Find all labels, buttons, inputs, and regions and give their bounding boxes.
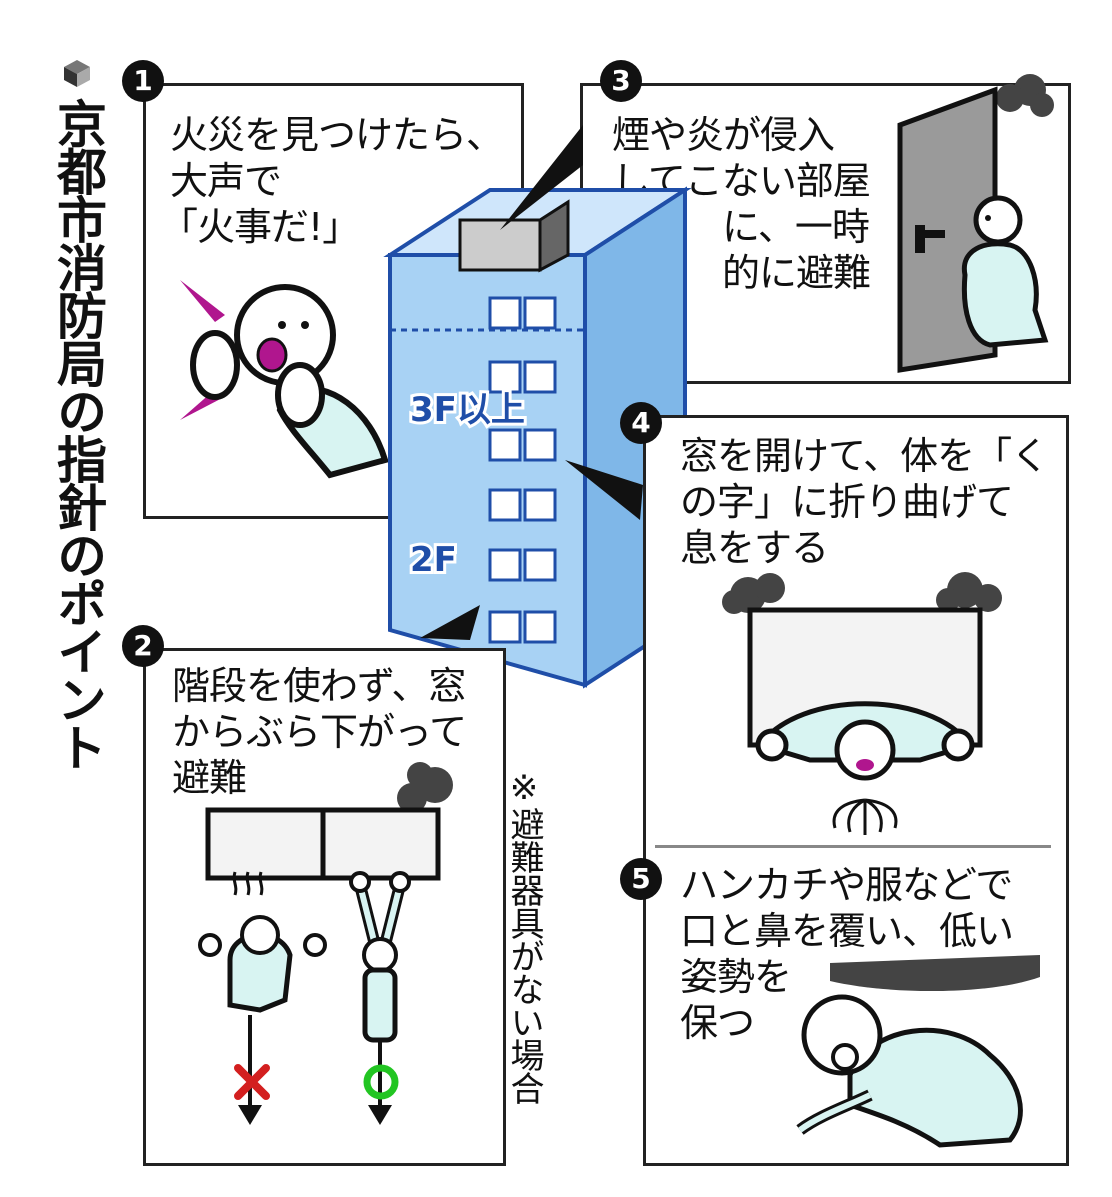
step3-line1: 煙や炎が侵入 — [612, 113, 835, 157]
building-label-3f: 3F以上 — [407, 387, 528, 433]
step2-line2: からぶら下がって — [172, 710, 467, 754]
step4-line3: 息をする — [680, 526, 829, 570]
panel-step2 — [143, 648, 506, 1166]
correct-circle-icon — [363, 1064, 399, 1100]
step5-line3: 姿勢を — [680, 955, 792, 999]
step4-line2: の字」に折り曲げて — [680, 480, 1014, 524]
step1-line3: 「火事だ!」 — [160, 205, 360, 249]
step2-line3: 避難 — [172, 756, 247, 800]
step2-line1: 階段を使わず、窓 — [172, 664, 466, 708]
step4-number-badge: 4 — [620, 402, 662, 444]
window-hang-illustration — [198, 762, 453, 1125]
step3-number-badge: 3 — [600, 60, 642, 102]
step1-number-badge: 1 — [122, 60, 164, 102]
step1-line2: 大声で — [170, 159, 282, 203]
title-block: 京都市消防局の指針のポイント — [48, 58, 108, 818]
svg-text:2F: 2F — [410, 540, 457, 580]
step5-number-badge: 5 — [620, 858, 662, 900]
building-label-2f: 2F — [407, 537, 460, 583]
wrong-cross-icon — [234, 1064, 270, 1100]
crouching-person-illustration — [796, 955, 1040, 1148]
step2-number-badge: 2 — [122, 625, 164, 667]
svg-text:3F以上: 3F以上 — [410, 390, 525, 430]
shouting-person-illustration — [180, 280, 389, 479]
step3-line3: に、一時 — [722, 205, 870, 249]
step1-line1: 火災を見つけたら、 — [170, 113, 504, 157]
step4-line1: 窓を開けて、体を「く — [680, 434, 1049, 478]
step5-line1: ハンカチや服などで — [680, 863, 1013, 907]
step5-line4: 保つ — [680, 1001, 755, 1045]
no-escape-equipment-note: ※避難器具がない場合 — [504, 768, 544, 1104]
step5-line2: 口と鼻を覆い、低い — [680, 909, 1014, 953]
cube-logo-icon — [64, 60, 90, 87]
step3-line4: 的に避難 — [722, 251, 871, 295]
window-breathing-illustration — [722, 572, 1002, 835]
door-shelter-illustration — [897, 74, 1054, 373]
step-divider — [655, 845, 1051, 848]
page-title: 京都市消防局の指針のポイント — [49, 98, 107, 770]
